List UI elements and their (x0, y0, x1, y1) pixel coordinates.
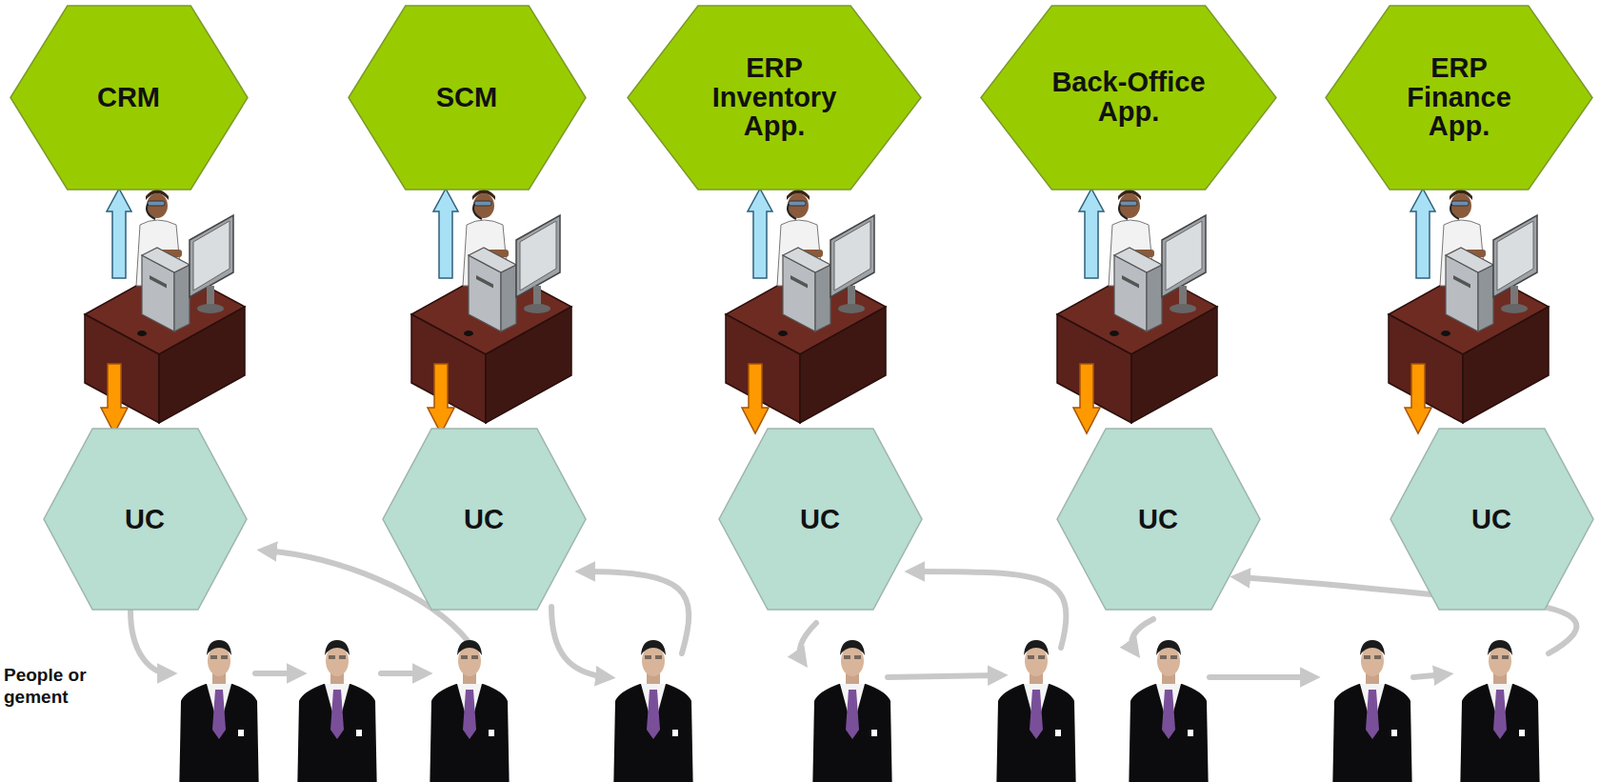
node-label: SCM (436, 82, 498, 113)
node-label: Back-Office App. (1047, 67, 1211, 126)
node-label: UC (800, 504, 840, 535)
node-label: UC (463, 504, 504, 535)
uc-hexagon: UC (719, 428, 922, 610)
node-label: ERP Finance App. (1385, 53, 1533, 141)
application-hexagon: CRM (10, 5, 248, 190)
node-label: UC (124, 504, 165, 535)
application-hexagon: ERP Finance App. (1325, 5, 1593, 190)
node-label: UC (1471, 504, 1512, 535)
uc-hexagon: UC (43, 428, 247, 610)
uc-hexagon: UC (382, 428, 586, 610)
node-label: ERP Inventory App. (694, 53, 856, 141)
node-label: UC (1138, 504, 1179, 535)
application-hexagon: SCM (348, 5, 586, 190)
application-hexagon: Back-Office App. (980, 5, 1277, 190)
application-hexagon: ERP Inventory App. (627, 5, 921, 190)
uc-hexagon: UC (1057, 428, 1260, 610)
uc-hexagon: UC (1390, 428, 1594, 610)
node-label: CRM (97, 82, 160, 113)
group-label: People or gement (3, 664, 100, 709)
